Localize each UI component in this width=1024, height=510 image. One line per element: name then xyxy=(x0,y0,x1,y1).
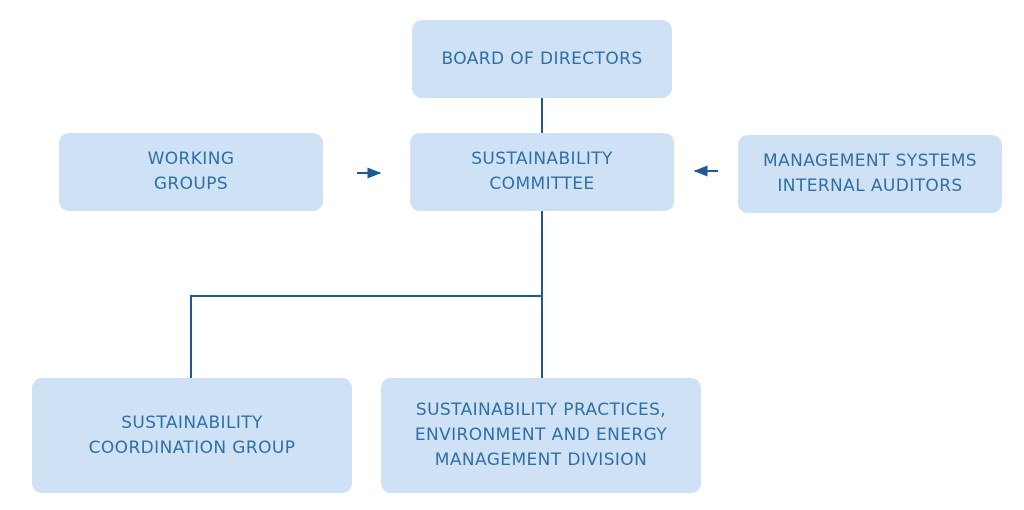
board-of-directors-label: BOARD OF DIRECTORS xyxy=(441,48,643,69)
internal-auditors-box: MANAGEMENT SYSTEMS INTERNAL AUDITORS xyxy=(738,135,1002,213)
working-groups-box: WORKING GROUPS xyxy=(59,133,323,211)
internal-auditors-label: MANAGEMENT SYSTEMS INTERNAL AUDITORS xyxy=(763,151,977,196)
practices-division-box: SUSTAINABILITY PRACTICES, ENVIRONMENT AN… xyxy=(381,378,701,493)
sustainability-committee-box: SUSTAINABILITY COMMITTEE xyxy=(410,133,674,211)
working-groups-label: WORKING GROUPS xyxy=(147,149,235,194)
coordination-group-box: SUSTAINABILITY COORDINATION GROUP xyxy=(32,378,352,493)
coordination-branch-line xyxy=(190,295,542,378)
board-of-directors-box: BOARD OF DIRECTORS xyxy=(412,20,672,98)
practices-division-label: SUSTAINABILITY PRACTICES, ENVIRONMENT AN… xyxy=(414,400,668,470)
sustainability-committee-label: SUSTAINABILITY COMMITTEE xyxy=(471,149,613,194)
coordination-group-label: SUSTAINABILITY COORDINATION GROUP xyxy=(88,412,296,458)
